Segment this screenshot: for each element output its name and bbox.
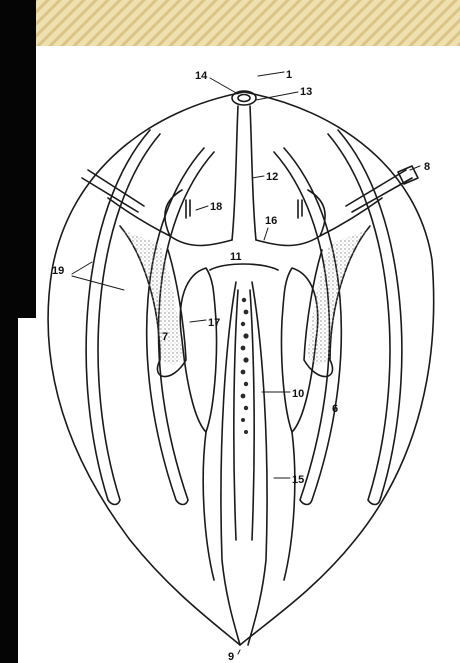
label-6: 6 (332, 403, 338, 415)
pharyngeal-gland-stipple (241, 298, 249, 434)
body-outline (48, 92, 434, 645)
oral-lobe-right (284, 432, 295, 580)
label-15: 15 (292, 474, 304, 486)
label-11: 11 (230, 251, 242, 263)
label-8: 8 (424, 161, 430, 173)
label-7: 7 (162, 331, 168, 343)
gonad-stipple-left (122, 230, 182, 365)
label-19: 19 (52, 265, 64, 277)
label-16: 16 (265, 215, 277, 227)
label-12: 12 (266, 171, 278, 183)
label-13: 13 (300, 86, 312, 98)
transverse-canal-right (308, 190, 382, 236)
aboral-canal (232, 106, 256, 240)
label-1: 1 (286, 69, 292, 81)
oral-lobe-left (203, 432, 214, 580)
label-14: 14 (195, 70, 208, 82)
label-17: 17 (208, 317, 220, 329)
infundibulum (170, 236, 320, 270)
label-10: 10 (292, 388, 304, 400)
comb-row-left-outer (86, 130, 160, 505)
label-18: 18 (210, 201, 222, 213)
comb-row-right-outer (328, 130, 402, 505)
transverse-canal-left (108, 190, 182, 236)
gonad-stipple-right (308, 230, 368, 365)
label-9: 9 (228, 651, 234, 663)
